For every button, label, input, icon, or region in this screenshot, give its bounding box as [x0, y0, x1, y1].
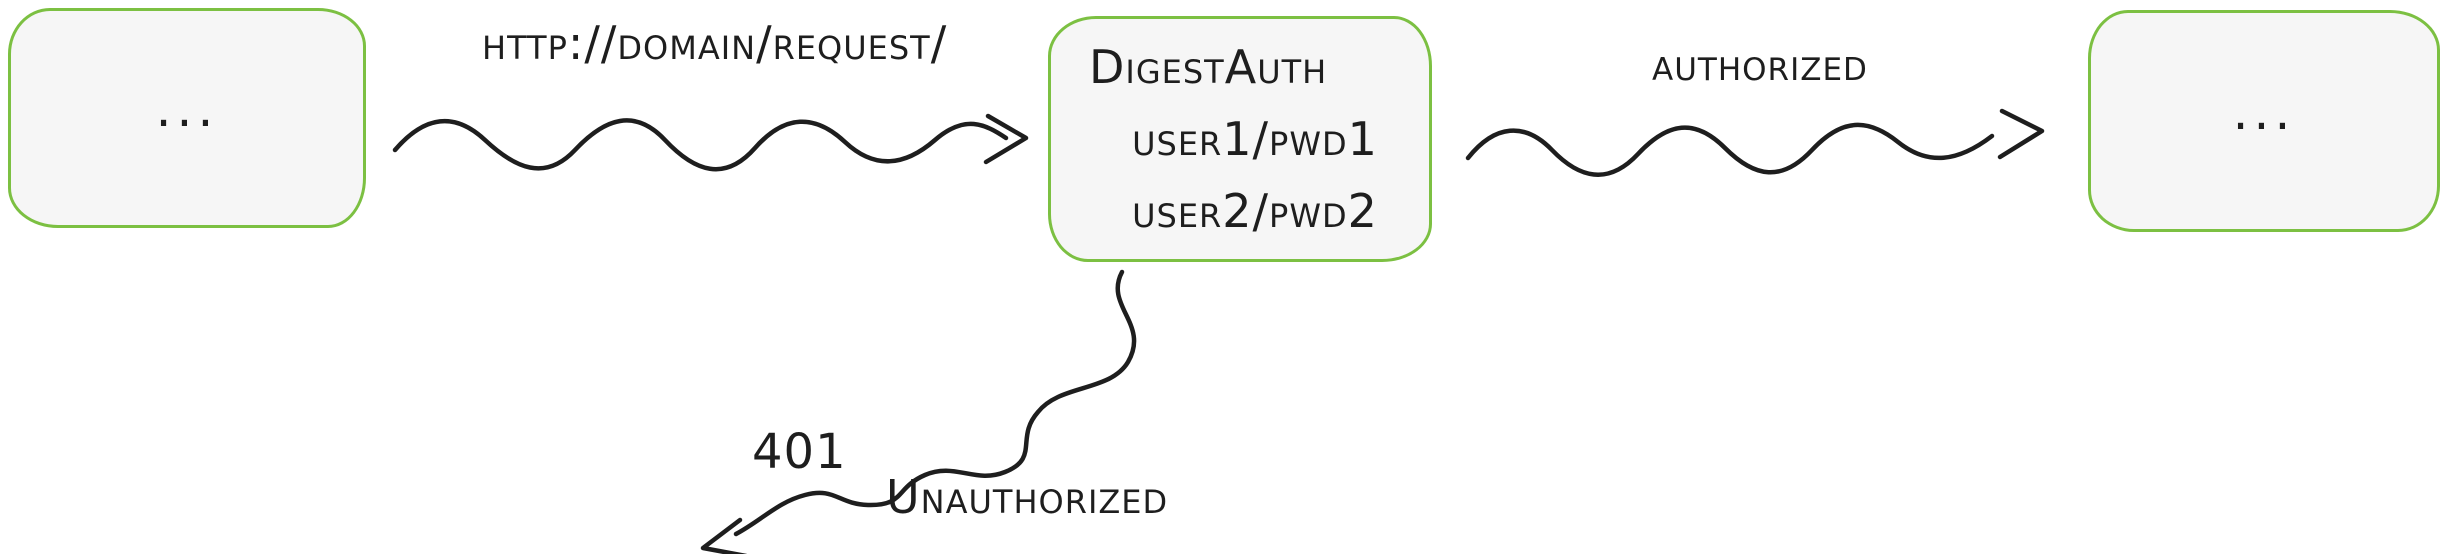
- node-right: ...: [2088, 10, 2440, 232]
- digest-auth-user2: user2/pwd2: [1132, 184, 1378, 238]
- unauthorized-arrowhead-icon: [700, 517, 748, 554]
- digest-auth-title: DigestAuth: [1089, 40, 1328, 94]
- request-edge-label: http://domain/request/: [482, 16, 948, 70]
- unauthorized-edge-label: Unauthorized: [886, 470, 1169, 524]
- digest-auth-user1: user1/pwd1: [1132, 112, 1378, 166]
- request-arrowhead-icon: [983, 113, 1029, 165]
- authorized-edge-label: authorized: [1652, 40, 1868, 91]
- node-digest-auth: DigestAuth user1/pwd1 user2/pwd2: [1048, 16, 1432, 262]
- unauthorized-code-label: 401: [752, 424, 847, 480]
- node-left-label: ...: [155, 80, 219, 138]
- node-right-label: ...: [2232, 83, 2296, 141]
- node-left: ...: [8, 8, 366, 228]
- request-arrow: [392, 118, 1009, 172]
- authorized-arrow: [1465, 122, 1995, 177]
- authorized-arrowhead-icon: [1997, 108, 2045, 160]
